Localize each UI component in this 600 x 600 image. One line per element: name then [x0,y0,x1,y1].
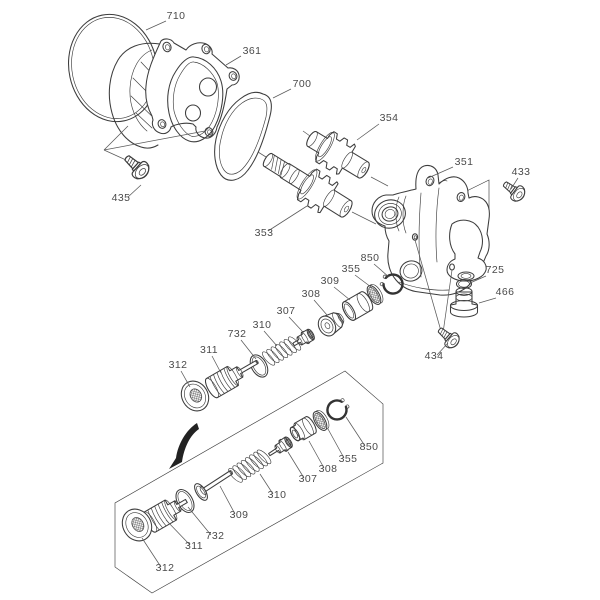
part-label-732: 732 [228,328,247,340]
screen-355 [366,283,384,305]
part-label-355-inset: 355 [339,453,358,465]
bolt-435 [124,155,150,180]
part-label-434: 434 [425,350,444,362]
part-label-435: 435 [112,192,131,204]
valve-seat-311 [204,359,259,399]
part-label-700: 700 [293,78,312,90]
part-label-308: 308 [302,288,321,300]
spline-hatch [271,155,285,176]
part-label-310: 310 [253,319,272,331]
bolt-434 [437,327,460,349]
valve-bore-port [399,260,423,282]
part-label-353: 353 [255,227,274,239]
part-label-355: 355 [342,263,361,275]
detail-reference-arrow [169,423,199,469]
bearing-bore [374,199,406,229]
snap-ring-850 [379,273,404,295]
snap-ring-850-inset [326,398,350,421]
valve-piston-308-inset [289,416,317,442]
gasket-700 [214,91,272,181]
part-label-311-inset: 311 [185,540,203,552]
part-label-312-inset: 312 [156,562,175,574]
gear-axis-lines [257,130,389,225]
valve-plug-312-inset [121,508,153,542]
part-label-312: 312 [169,359,188,371]
drive-gear-353 [262,152,353,218]
part-label-351: 351 [455,156,474,168]
part-label-311: 311 [200,344,218,356]
valve-piston-308 [317,312,345,337]
valve-poppet-307-inset [268,436,293,457]
part-label-850: 850 [361,252,380,264]
valve-poppet-307 [292,328,315,346]
valve-rod-309-inset [194,470,234,501]
cover-bolt-holes [157,41,238,137]
part-label-309-inset: 309 [230,509,249,521]
part-label-307-inset: 307 [299,473,318,485]
part-label-710: 710 [167,10,186,22]
rear-cover-361 [108,38,240,149]
part-label-725: 725 [486,264,505,276]
driven-gear-354 [306,130,370,179]
valve-plug-312 [180,380,210,412]
part-label-310-inset: 310 [268,489,287,501]
pump-body-351 [371,165,490,296]
part-label-361: 361 [243,45,262,57]
part-label-354: 354 [380,112,399,124]
spring-310-inset [228,449,272,483]
inset-detail-box [114,370,384,594]
part-label-308-inset: 308 [319,463,338,475]
part-label-732-inset: 732 [206,530,225,542]
bolt-434-assembly-lines [414,239,453,334]
bolt-433 [502,181,526,202]
part-label-850-inset: 850 [360,441,379,453]
plug-cap-466 [449,287,479,318]
part-label-433: 433 [512,166,531,178]
part-labels: 710 361 700 354 351 433 435 353 850 355 … [112,10,531,574]
part-label-309: 309 [321,275,340,287]
bolt-435-assembly-lines [103,125,206,161]
part-label-466: 466 [496,286,515,298]
outlet-elbow [446,219,487,282]
valve-sleeve-309 [341,291,374,321]
screen-355-inset [312,409,330,431]
leader-lines [127,20,519,568]
part-label-307: 307 [277,305,296,317]
spring-310 [262,336,302,366]
